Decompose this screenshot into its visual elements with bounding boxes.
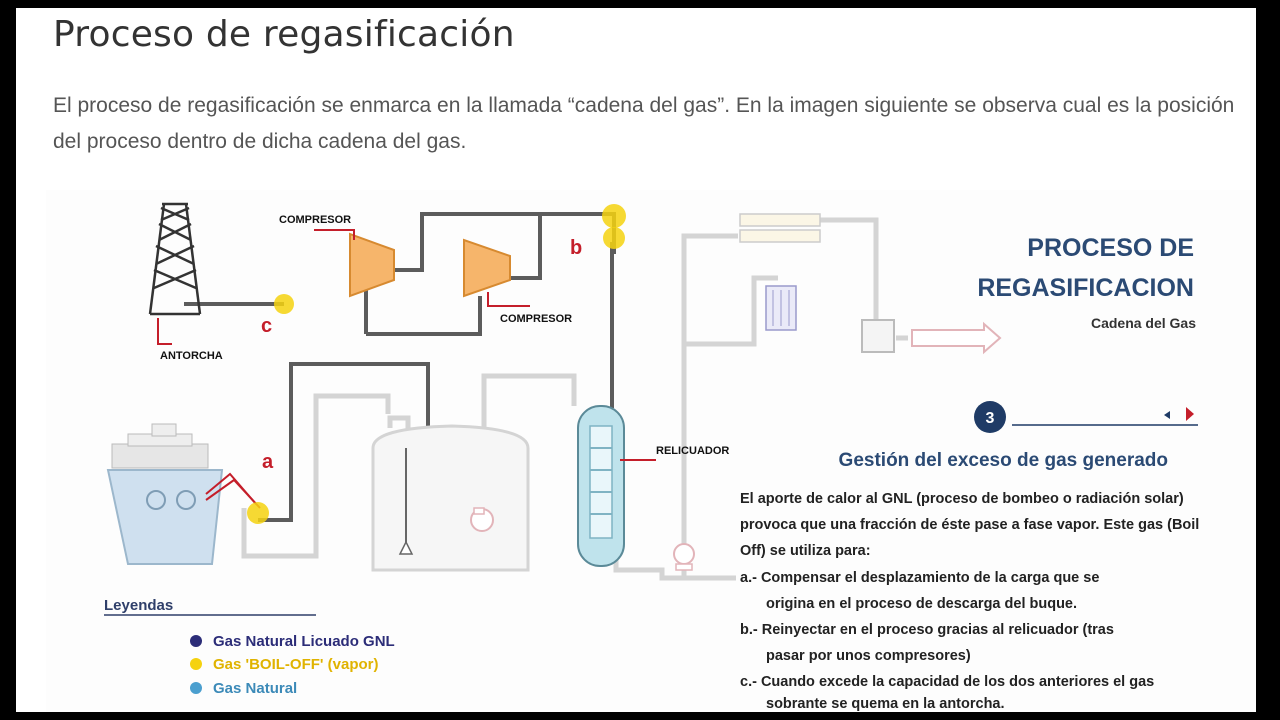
body-line: c.- Cuando excede la capacidad de los do… [740, 674, 1154, 690]
body-line: provoca que una fracción de éste pase a … [740, 517, 1199, 533]
compresor-2-shape [463, 238, 511, 298]
storage-tank [371, 424, 530, 572]
body-line: origina en el proceso de descarga del bu… [766, 596, 1077, 612]
compresor-1-label: COMPRESOR [279, 214, 351, 226]
body-line: a.- Compensar el desplazamiento de la ca… [740, 570, 1099, 586]
pump-1 [470, 507, 494, 532]
step-number: 3 [986, 410, 995, 427]
compresor-2-label: COMPRESOR [500, 313, 572, 325]
relicuador-label: RELICUADOR [656, 445, 729, 457]
legend-swatch-natural-gas [190, 682, 202, 694]
antorcha-leader [157, 318, 172, 345]
legend-item-gnl: Gas Natural Licuado GNL [213, 633, 395, 650]
legend: Leyendas Gas Natural Licuado GNL Gas 'BO… [104, 597, 395, 697]
legend-title: Leyendas [104, 597, 173, 614]
body-line: sobrante se quema en la antorcha. [766, 696, 1005, 712]
lng-ship [106, 423, 261, 565]
panel-title-line1: PROCESO DE [1027, 234, 1194, 262]
compresor-2-leader [487, 292, 530, 307]
marker-c: c [261, 315, 272, 337]
legend-swatch-gnl [190, 635, 202, 647]
compresor-1-shape [349, 232, 395, 298]
info-panel: PROCESO DE REGASIFICACION Cadena del Gas… [740, 234, 1199, 712]
slide-frame: Proceso de regasificación El proceso de … [16, 8, 1256, 712]
legend-item-boil-off: Gas 'BOIL-OFF' (vapor) [213, 656, 378, 673]
body-line: b.- Reinyectar en el proceso gracias al … [740, 622, 1114, 638]
page-title: Proceso de regasificación [53, 14, 515, 55]
marker-a: a [262, 451, 274, 473]
compresor-1-leader [314, 229, 355, 240]
legend-item-natural-gas: Gas Natural [213, 680, 297, 697]
antorcha-tower [148, 202, 202, 316]
step-number-badge [974, 401, 1006, 433]
boil-off-markers [247, 204, 626, 524]
prev-arrow-icon[interactable] [1164, 411, 1170, 419]
panel-subtitle: Cadena del Gas [1091, 315, 1196, 331]
regasification-diagram: COMPRESOR COMPRESOR ANTORCHA RELICUADOR … [46, 190, 1256, 712]
body-line: pasar por unos compresores) [766, 648, 971, 664]
legend-swatch-boil-off [190, 658, 202, 670]
pump-2 [673, 543, 695, 571]
intro-paragraph: El proceso de regasificación se enmarca … [53, 94, 1235, 153]
vaporizers [739, 213, 895, 353]
next-arrow-icon[interactable] [1186, 407, 1194, 421]
panel-title-line2: REGASIFICACION [977, 274, 1194, 302]
diagram-backdrop [46, 190, 1256, 712]
section-heading: Gestión del exceso de gas generado [839, 450, 1168, 471]
antorcha-label: ANTORCHA [160, 350, 223, 362]
output-arrow [911, 321, 1002, 355]
light-pipes [241, 217, 908, 581]
body-line: El aporte de calor al GNL (proceso de bo… [740, 491, 1184, 507]
marker-b: b [570, 237, 582, 259]
body-line: Off) se utiliza para: [740, 543, 871, 559]
relicuador-column [577, 405, 656, 567]
